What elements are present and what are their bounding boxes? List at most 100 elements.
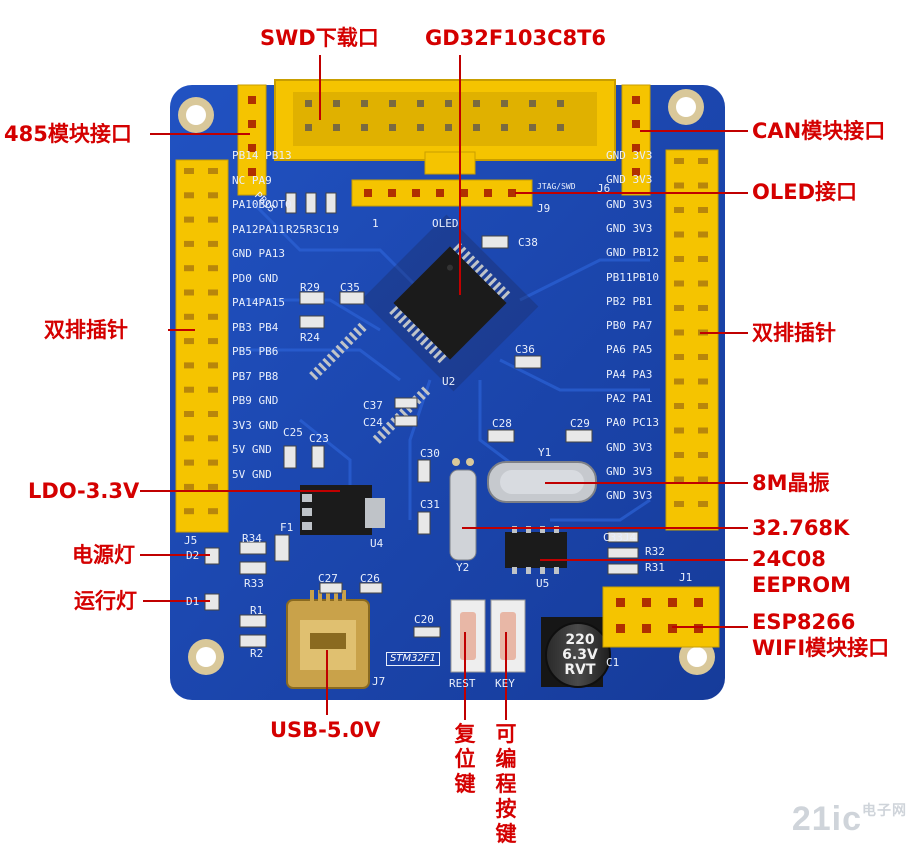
left-header-pin	[208, 289, 218, 296]
mcu-lead	[421, 386, 431, 396]
eeprom-lead	[554, 526, 559, 533]
esp8266-pin	[694, 624, 703, 633]
mcu-lead	[377, 430, 387, 440]
smd-component	[283, 445, 297, 469]
left-header-pin	[208, 411, 218, 417]
esp8266-header	[602, 586, 720, 648]
left-header-pin	[208, 508, 218, 515]
silk-r24: R24	[300, 331, 320, 344]
mcu-lead	[415, 332, 425, 342]
usb-pin	[334, 590, 338, 602]
left-pin-label: NC PA9	[232, 173, 272, 187]
silk-c37: C37	[363, 399, 383, 412]
swd-pin	[445, 100, 452, 107]
rs485-pin	[248, 168, 256, 176]
silk-r32: R32	[645, 545, 665, 558]
left-header-pin	[184, 289, 194, 296]
silk-c20: C20	[414, 613, 434, 626]
right-header-pin	[674, 182, 684, 189]
left-pin-label: PB3 PB4	[232, 320, 279, 334]
right-header-pin	[698, 256, 708, 262]
silk-r34: R34	[242, 532, 262, 545]
mcu-lead	[437, 354, 447, 364]
label-eeprom-part: 24C08	[752, 547, 826, 571]
right-header-pin	[698, 305, 708, 311]
eeprom-lead	[526, 526, 531, 533]
annotation-lines	[140, 55, 748, 720]
crystal-32k	[449, 458, 477, 561]
smd-component	[319, 582, 343, 594]
right-pin-label: PA2 PA1	[606, 392, 653, 405]
right-header-pin	[674, 452, 684, 458]
mcu-lead	[419, 336, 430, 346]
right-pin-label: GND 3V3	[606, 489, 653, 503]
eeprom-lead	[540, 526, 545, 533]
left-header-pin	[208, 386, 218, 393]
oled-pin	[508, 189, 516, 197]
pcb-traces	[240, 198, 651, 522]
right-header-pin	[674, 280, 684, 287]
smd-component	[607, 531, 639, 543]
smd-component	[487, 429, 515, 443]
mcu-lead	[411, 327, 421, 337]
silk-c24: C24	[363, 416, 383, 429]
watermark-main: 21ic	[791, 800, 862, 838]
left-header-pin	[184, 435, 194, 442]
left-header-pin	[184, 216, 194, 223]
left-header-pin	[184, 338, 194, 345]
mcu-lead	[335, 344, 345, 354]
mcu-lead	[428, 345, 438, 355]
left-header-pin	[184, 483, 194, 490]
right-pin-label: GND 3V3	[606, 464, 653, 478]
swd-pin	[361, 100, 368, 107]
right-header-pin	[674, 354, 684, 360]
mcu-lead	[416, 390, 426, 401]
smd-component	[239, 561, 267, 575]
silk-d2: D2	[186, 549, 200, 562]
silk-r31: R31	[645, 561, 665, 574]
smd-component	[417, 511, 431, 535]
silk-board-name: STM32F1	[386, 652, 440, 666]
silk-r2: R2	[250, 647, 264, 660]
mcu-lead	[339, 340, 350, 350]
label-reset-key: 复位键	[454, 722, 476, 796]
right-header-pin	[674, 476, 684, 483]
left-header-pin	[208, 265, 218, 272]
label-eeprom: EEPROM	[752, 573, 852, 597]
mcu-lead	[465, 255, 476, 265]
swd-pin	[529, 100, 536, 107]
left-header-pin	[208, 459, 218, 466]
silk-c25: C25	[283, 426, 303, 439]
watermark: 21ic电子网	[792, 800, 907, 839]
right-header-pin	[674, 158, 684, 164]
mcu-lead	[322, 357, 332, 368]
left-header-pin	[208, 216, 218, 223]
label-mcu: GD32F103C8T6	[425, 26, 607, 50]
left-header-pin	[208, 435, 218, 442]
silk-c28: C28	[492, 417, 512, 430]
right-header-pin	[674, 329, 684, 336]
label-crystal-8m: 8M晶振	[752, 471, 830, 495]
oled-pin	[460, 189, 468, 197]
right-pin-label: PA6 PA5	[606, 343, 653, 357]
silk-r1: R1	[250, 604, 264, 617]
mcu-lead	[326, 353, 336, 363]
left-header-pin	[184, 168, 194, 174]
left-header-pin	[184, 313, 194, 320]
silk-r33: R33	[244, 577, 264, 590]
label-header-left: 双排插针	[44, 318, 128, 342]
right-header-pin	[674, 231, 684, 238]
mcu-lead	[399, 408, 409, 418]
key-button	[490, 599, 526, 673]
eeprom-lead	[512, 526, 517, 533]
mcu-lead	[492, 281, 502, 291]
left-pin-label: PA10BOOT0	[232, 198, 292, 211]
swd-pin	[389, 100, 396, 107]
swd-pin	[305, 124, 312, 131]
left-header-pin	[184, 192, 194, 199]
label-can: CAN模块接口	[752, 119, 886, 143]
left-header-pin	[208, 168, 218, 174]
left-header-pin	[184, 459, 194, 466]
right-pin-label: PB2 PB1	[606, 294, 653, 308]
